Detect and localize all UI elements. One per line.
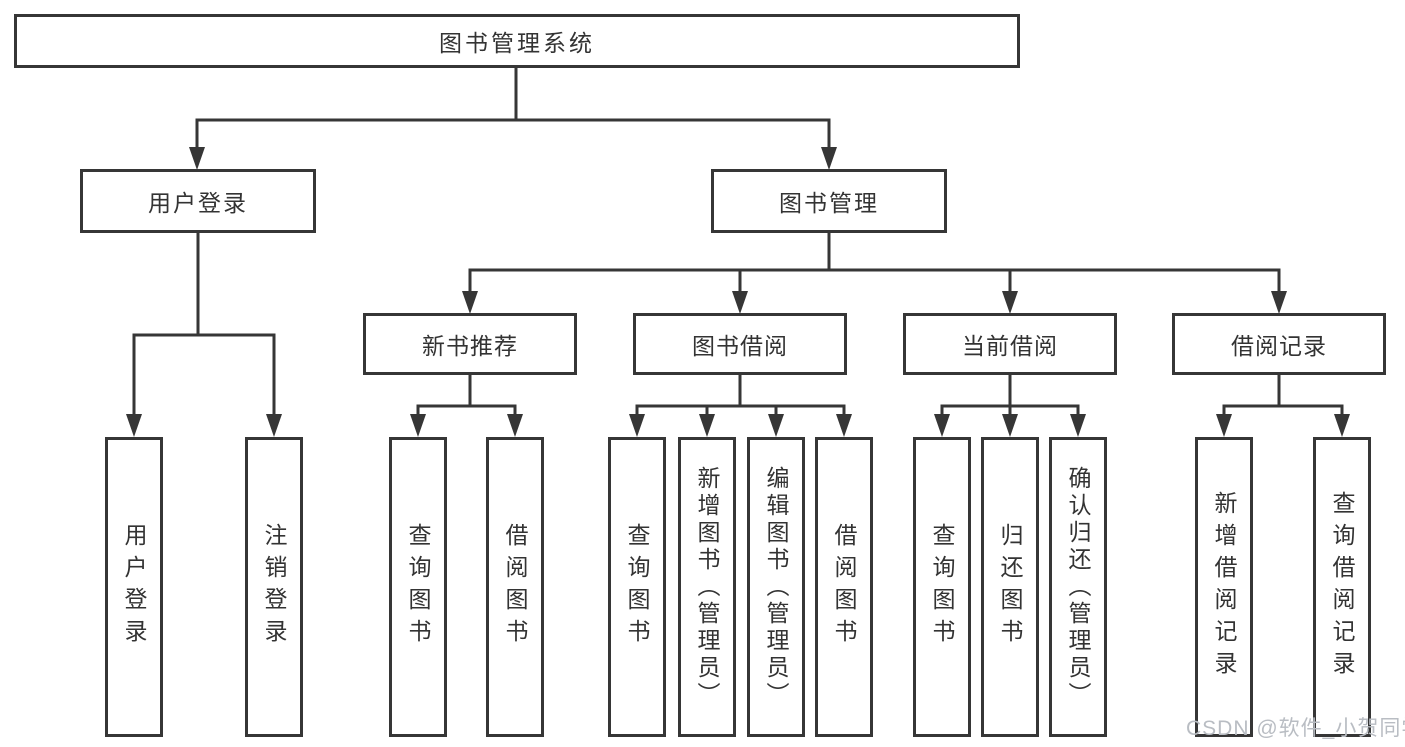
arrowhead <box>462 291 478 314</box>
leaf-label: 归还图书 <box>997 523 1023 651</box>
leaf-label: 查询图书 <box>624 523 650 651</box>
node-new-book-recommend: 新书推荐 <box>363 313 577 375</box>
node-book-borrowing: 图书借阅 <box>633 313 847 375</box>
arrowhead <box>821 147 837 170</box>
leaf-label: 借阅图书 <box>502 523 528 651</box>
node-current-borrowing: 当前借阅 <box>903 313 1117 375</box>
leaf-add-books-admin: 新增图书（管理员） <box>678 437 736 737</box>
leaf-query-books-2: 查询图书 <box>608 437 666 737</box>
node-book-management: 图书管理 <box>711 169 947 233</box>
leaf-borrow-books-1: 借阅图书 <box>486 437 544 737</box>
leaf-label: 查询图书 <box>405 523 431 651</box>
leaf-edit-books-admin: 编辑图书（管理员） <box>747 437 805 737</box>
leaf-label: 查询图书 <box>929 523 955 651</box>
arrowhead <box>266 414 282 437</box>
node-borrow-records: 借阅记录 <box>1172 313 1386 375</box>
leaf-label: 确认归还（管理员） <box>1065 465 1091 709</box>
connector-book-borrowing-to-leaves <box>635 375 846 418</box>
node-user-login: 用户登录 <box>80 169 316 233</box>
connector-book-management-to-level3 <box>468 233 1281 295</box>
leaf-query-borrow-record: 查询借阅记录 <box>1313 437 1371 737</box>
arrowhead <box>189 147 205 170</box>
leaf-label: 新增图书（管理员） <box>694 465 720 709</box>
connector-user-login-to-leaves <box>132 233 276 417</box>
connector-borrow-records-to-leaves <box>1222 375 1344 418</box>
arrowhead <box>1070 414 1086 437</box>
leaf-return-books: 归还图书 <box>981 437 1039 737</box>
arrowhead <box>836 414 852 437</box>
leaf-add-borrow-record: 新增借阅记录 <box>1195 437 1253 737</box>
arrowhead <box>934 414 950 437</box>
watermark: CSDN @软件_小贺同学 <box>1186 717 1405 740</box>
arrowhead <box>1002 414 1018 437</box>
node-root: 图书管理系统 <box>14 14 1020 68</box>
leaf-query-books-3: 查询图书 <box>913 437 971 737</box>
arrowhead <box>732 291 748 314</box>
leaf-query-books-1: 查询图书 <box>389 437 447 737</box>
arrowhead <box>410 414 426 437</box>
leaf-label: 借阅图书 <box>831 523 857 651</box>
connector-current-borrowing-to-leaves <box>940 375 1080 418</box>
arrowhead <box>1271 291 1287 314</box>
arrowhead <box>126 414 142 437</box>
arrowhead <box>768 414 784 437</box>
arrowhead <box>629 414 645 437</box>
connector-new-book-recommend-to-leaves <box>416 375 517 418</box>
leaf-label: 注销登录 <box>261 523 287 651</box>
leaf-label: 新增借阅记录 <box>1211 491 1237 683</box>
leaf-logout: 注销登录 <box>245 437 303 737</box>
arrowhead <box>699 414 715 437</box>
arrowhead <box>1002 291 1018 314</box>
arrowhead <box>1334 414 1350 437</box>
arrowhead <box>507 414 523 437</box>
connector-root-to-level2 <box>195 68 831 152</box>
leaf-confirm-return-admin: 确认归还（管理员） <box>1049 437 1107 737</box>
arrowhead <box>1216 414 1232 437</box>
leaf-user-login: 用户登录 <box>105 437 163 737</box>
leaf-label: 编辑图书（管理员） <box>763 465 789 709</box>
leaf-label: 用户登录 <box>121 523 147 651</box>
leaf-borrow-books-2: 借阅图书 <box>815 437 873 737</box>
leaf-label: 查询借阅记录 <box>1329 491 1355 683</box>
